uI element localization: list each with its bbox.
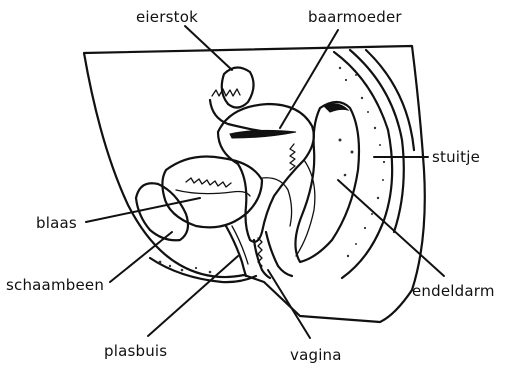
leader-baarmoeder bbox=[280, 30, 338, 128]
sacrum-outer bbox=[334, 52, 392, 278]
bladder-lining bbox=[186, 178, 231, 187]
label-eierstok: eierstok bbox=[136, 8, 198, 26]
vagina-front bbox=[254, 240, 270, 278]
fimbriae bbox=[212, 89, 240, 96]
perineum-skin bbox=[150, 258, 256, 282]
label-endeldarm: endeldarm bbox=[412, 282, 495, 300]
leader-eierstok bbox=[185, 26, 232, 70]
label-vagina: vagina bbox=[290, 346, 342, 364]
bladder-inner bbox=[176, 190, 250, 196]
label-baarmoeder: baarmoeder bbox=[308, 8, 402, 26]
vagina-back bbox=[266, 232, 292, 276]
leader-plasbuis bbox=[148, 256, 238, 336]
peritoneum-fold bbox=[262, 178, 292, 226]
label-stuitje: stuitje bbox=[432, 148, 480, 166]
leader-vagina bbox=[268, 270, 310, 338]
rectum-texture bbox=[339, 139, 354, 177]
leader-schaambeen bbox=[110, 232, 172, 282]
sacrum-texture bbox=[339, 67, 385, 257]
label-schaambeen: schaambeen bbox=[6, 276, 104, 294]
label-plasbuis: plasbuis bbox=[104, 342, 167, 360]
cervix-wavy bbox=[290, 144, 295, 170]
ovary bbox=[222, 67, 254, 107]
label-blaas: blaas bbox=[36, 214, 77, 232]
uterus-cavity bbox=[230, 130, 296, 138]
